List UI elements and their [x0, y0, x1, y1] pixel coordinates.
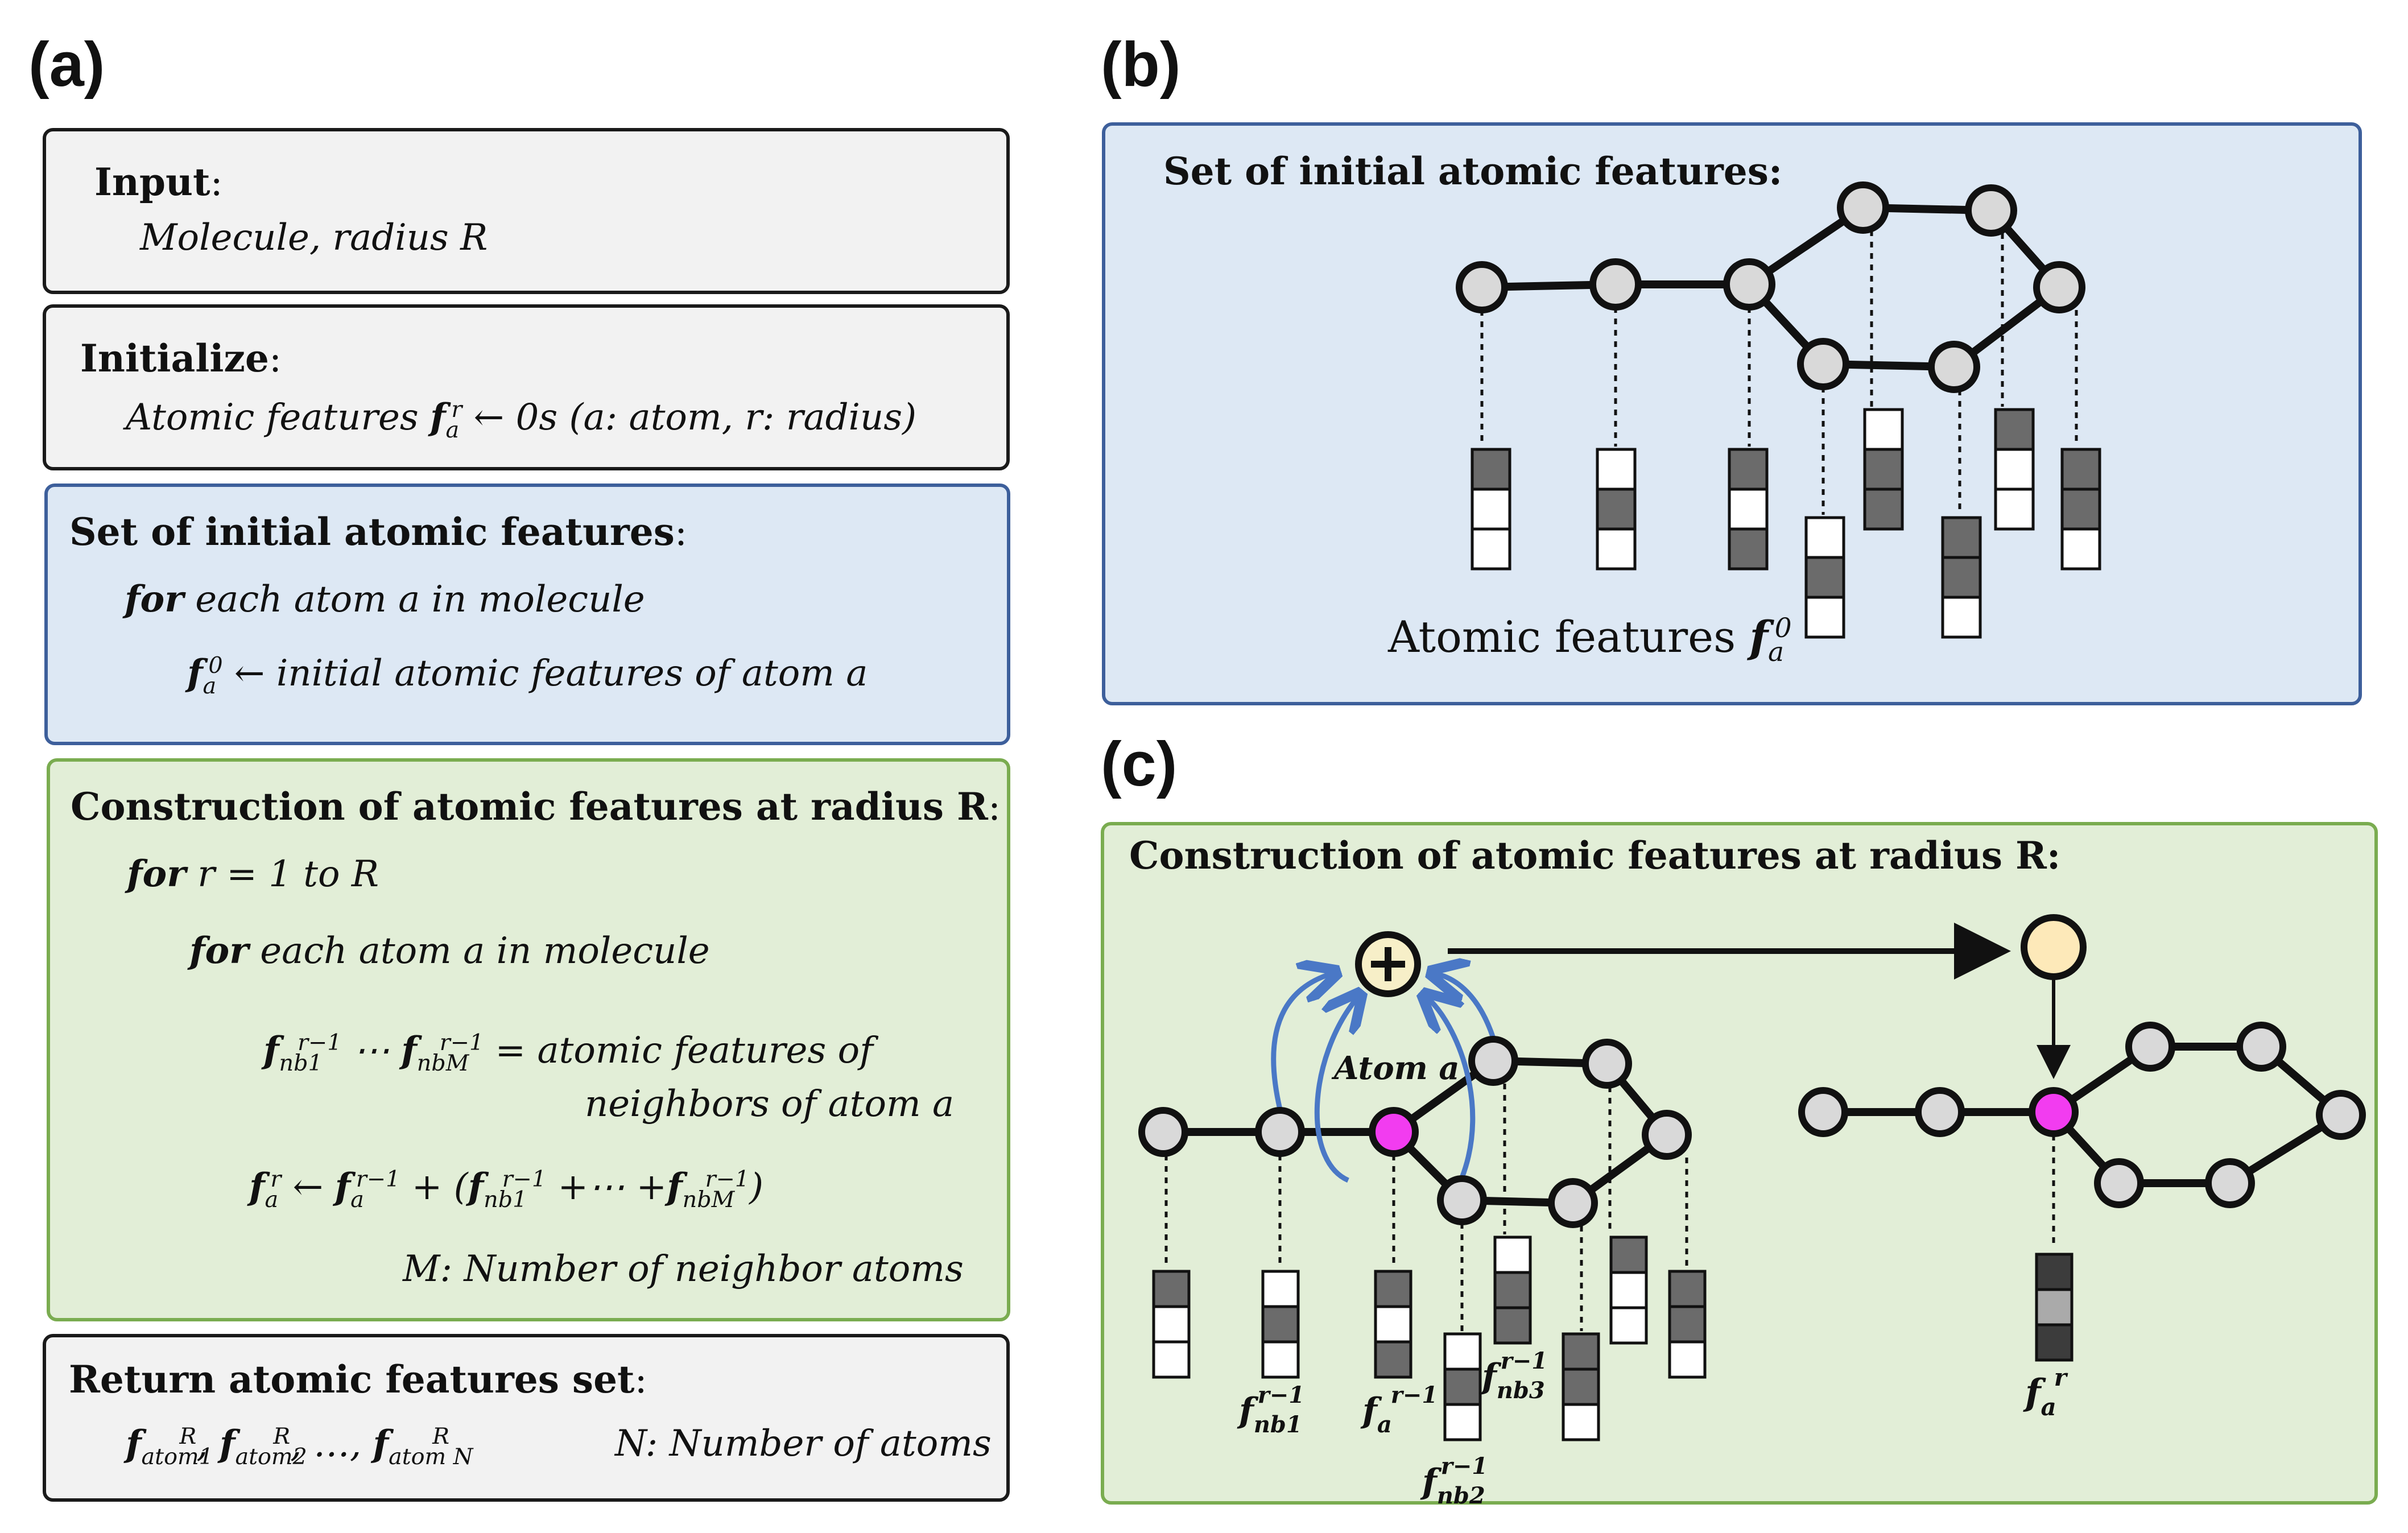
construction-for-atom: for each atom a in molecule [189, 929, 710, 972]
panel-c-right-atoms [1798, 1022, 2366, 1208]
panel-label-c: (c) [1101, 729, 1178, 799]
panel-c-box [1101, 822, 2378, 1505]
construction-for-r: for r = 1 to R [127, 853, 379, 895]
atom-node [1837, 181, 1889, 234]
label-f-nb1: fnb1r−1 [1237, 1382, 1304, 1438]
initialize-title: Initialize: [80, 336, 282, 381]
initial-for-line: for each atom a in molecule [125, 578, 645, 621]
atom-node [1589, 258, 1642, 311]
atom-node [1437, 1175, 1487, 1225]
atom-node [1138, 1107, 1188, 1157]
panel-c-feature-vectors [1152, 1236, 1707, 1441]
initial-features-box: Set of initial atomic features: for each… [44, 484, 1010, 745]
panel-c-left-atoms [1138, 1036, 1692, 1228]
atom-node [2236, 1022, 2286, 1072]
label-f-nb2: fnb2r−1 [1420, 1453, 1488, 1509]
label-f-a-r: far [2023, 1363, 2068, 1421]
result-node [2021, 914, 2087, 980]
return-set-line: fatom1R, fatom2R, …, fatom NR [126, 1423, 473, 1470]
initialize-box: Initialize: Atomic features far ← 0s (a:… [43, 304, 1010, 470]
atom-node [1798, 1087, 1848, 1137]
return-box: Return atomic features set: fatom1R, fat… [43, 1334, 1010, 1502]
return-note: N: Number of atoms [615, 1423, 992, 1465]
atom-node [1468, 1036, 1518, 1086]
atom-node [1642, 1110, 1692, 1160]
neighbor-features-line2: neighbors of atom a [585, 1083, 955, 1125]
atom-node [1965, 184, 2017, 237]
panel-b-caption: Atomic features fa0 [1388, 611, 1792, 668]
result-feature-vector [2035, 1253, 2074, 1362]
panel-label-b: (b) [1101, 30, 1181, 100]
atom-a-node [1369, 1107, 1419, 1157]
input-title: Input: [94, 160, 223, 204]
panel-label-a: (a) [28, 30, 105, 100]
panel-b-atoms [1456, 181, 2085, 393]
atom-node [1548, 1178, 1598, 1228]
atom-a-label: Atom a [1334, 1049, 1460, 1087]
initialize-body: Atomic features far ← 0s (a: atom, r: ra… [126, 396, 917, 443]
panel-b-title: Set of initial atomic features: [1163, 149, 1783, 193]
atom-node [1255, 1107, 1305, 1157]
atom-node [1723, 258, 1775, 311]
construction-title: Construction of atomic features at radiu… [71, 784, 1001, 829]
label-f-nb3: fnb3r−1 [1480, 1348, 1547, 1404]
panel-b-feature-vectors [1471, 408, 2101, 639]
atom-node [1797, 338, 1849, 390]
input-box: Input: Molecule, radius R [43, 128, 1010, 294]
initial-features-title: Set of initial atomic features: [69, 510, 688, 554]
input-body: Molecule, radius R [140, 217, 488, 259]
atom-node [2316, 1090, 2366, 1140]
atom-node [2205, 1158, 2255, 1208]
atom-node [1915, 1087, 1965, 1137]
atom-node [1456, 261, 1508, 313]
initial-assign-line: fa0 ← initial atomic features of atom a [187, 652, 868, 699]
atom-node [2094, 1158, 2144, 1208]
atom-node [2125, 1022, 2175, 1072]
atom-node [2033, 261, 2085, 313]
panel-b-box [1102, 122, 2362, 705]
atom-node [1582, 1039, 1632, 1089]
atom-a-updated-node [2029, 1087, 2079, 1137]
panel-c-title: Construction of atomic features at radiu… [1129, 833, 2061, 878]
neighbor-features-line: fnb1r−1 ⋯ fnbMr−1 = atomic features of [263, 1029, 873, 1076]
plus-icon [1371, 947, 1405, 981]
update-rule-line: far ← far−1 + (fnb1r−1 +⋯ +fnbMr−1) [249, 1166, 764, 1213]
label-f-a: far−1 [1360, 1382, 1438, 1438]
atom-node [1928, 341, 1980, 393]
return-title: Return atomic features set: [69, 1357, 647, 1402]
construction-box: Construction of atomic features at radiu… [47, 758, 1010, 1321]
neighbor-count-note: M: Number of neighbor atoms [403, 1248, 964, 1290]
